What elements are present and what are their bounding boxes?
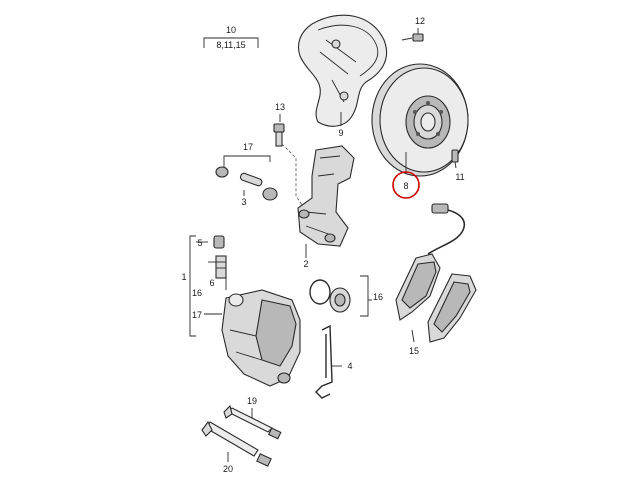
label-2: 2 <box>303 259 308 269</box>
label-8: 8 <box>403 181 408 191</box>
brake-disc <box>371 63 469 177</box>
label-9: 9 <box>338 128 343 138</box>
label-13: 13 <box>275 102 285 112</box>
caliper-kit-callout: 1 5 16 17 <box>181 235 222 337</box>
brake-pads: 15 <box>395 253 477 356</box>
label-8-callout: 8 <box>392 152 420 199</box>
label-10: 10 <box>226 25 236 35</box>
label-17a: 17 <box>243 142 253 152</box>
label-20: 20 <box>223 464 233 474</box>
label-10-sub: 8,11,15 <box>216 40 245 50</box>
splash-shield: 9 <box>297 14 388 138</box>
label-16a: 16 <box>192 288 202 298</box>
caliper-bracket: 2 <box>297 145 355 269</box>
guide-pin-kit: 17 3 <box>215 142 278 207</box>
disc-bolt-11: 11 <box>451 149 465 182</box>
highlight-ring <box>392 171 420 199</box>
label-19: 19 <box>247 396 257 406</box>
retaining-spring: 4 <box>315 324 353 399</box>
label-4: 4 <box>347 361 352 371</box>
label-6: 6 <box>209 278 214 288</box>
brake-caliper <box>221 289 301 387</box>
label-6-callout: 6 <box>209 278 227 290</box>
piston-seal-kit: 16 <box>309 275 383 317</box>
label-12: 12 <box>415 16 425 26</box>
label-17b: 17 <box>192 310 202 320</box>
bleed-valve <box>208 235 227 279</box>
label-5: 5 <box>197 238 202 248</box>
label-11: 11 <box>455 172 464 182</box>
group-10-callout: 10 8,11,15 <box>203 25 259 50</box>
label-3: 3 <box>241 197 246 207</box>
label-16b: 16 <box>373 292 383 302</box>
wear-sensor <box>427 203 466 255</box>
grease-tubes: 19 20 <box>201 396 282 474</box>
label-15: 15 <box>409 346 419 356</box>
bolt-13: 13 <box>273 102 305 209</box>
bolt-12: 12 <box>401 16 425 42</box>
label-1: 1 <box>181 272 186 282</box>
